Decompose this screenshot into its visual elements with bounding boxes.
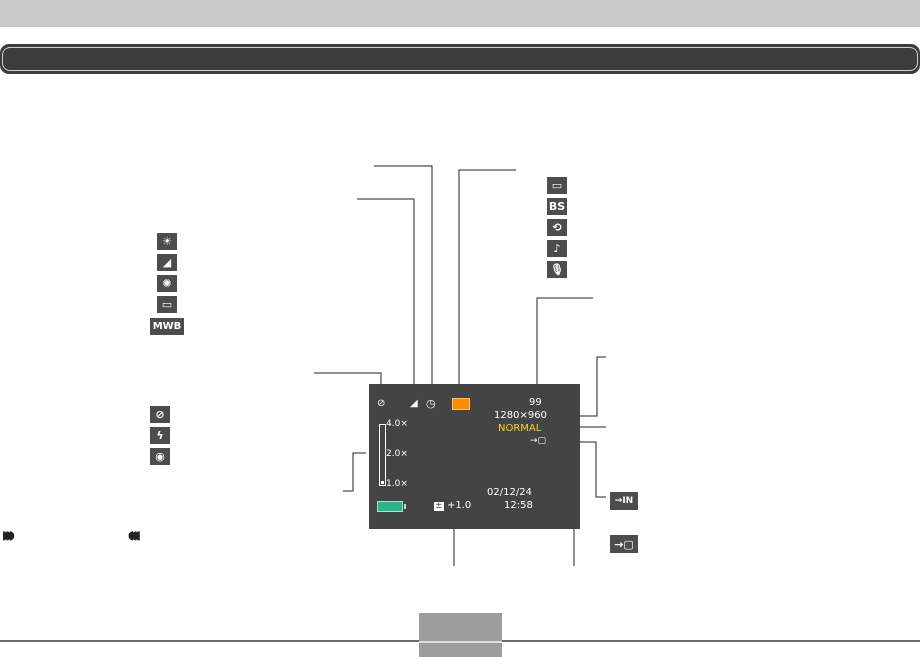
image-quality: NORMAL: [498, 423, 542, 434]
manual-white-balance-icon: MWB: [150, 318, 184, 335]
red-eye-icon: ◉: [150, 448, 170, 465]
sun-icon: ☀: [157, 233, 177, 250]
microphone-icon: 🎙: [547, 261, 567, 278]
single-frame-icon: ▭: [547, 177, 567, 194]
shade-icon: ◢: [157, 254, 177, 271]
exposure-value: +1.0: [447, 500, 472, 511]
time-display: 12:58: [504, 500, 533, 511]
flash-mode-indicator: ⊘: [377, 398, 386, 409]
zoom-bar: [379, 424, 386, 486]
section-title-bar: [0, 44, 920, 74]
flash-on-icon: ϟ: [150, 427, 170, 444]
flash-off-icon: ⊘: [150, 406, 170, 423]
fluorescent-icon: ▭: [157, 296, 177, 313]
best-shot-icon: BS: [547, 198, 567, 215]
right-arrows-icon: ◖◖◖: [128, 528, 141, 542]
exposure-compensation-icon: ±: [434, 501, 444, 511]
zoom-label-max: 4.0×: [386, 419, 408, 429]
shots-remaining: 99: [529, 397, 542, 408]
storage-indicator: →▢: [530, 436, 547, 446]
built-in-memory-icon: →IN: [610, 492, 638, 510]
image-resolution: 1280×960: [494, 410, 547, 421]
self-timer-icon: ◷: [426, 397, 436, 410]
record-mode-indicator: [452, 398, 470, 410]
music-note-icon: ♪: [547, 240, 567, 257]
white-balance-indicator: ◢: [410, 398, 418, 409]
date-display: 02/12/24: [487, 487, 532, 498]
left-arrows-icon: ◗◗◗: [2, 528, 15, 542]
tungsten-bulb-icon: ✺: [157, 275, 177, 292]
battery-icon: [377, 501, 406, 512]
zoom-label-min: 1.0×: [386, 479, 408, 489]
memory-card-icon: →▢: [610, 535, 638, 553]
top-header-bar: [0, 0, 920, 27]
movie-icon: ⟲: [547, 219, 567, 236]
camera-lcd-screen: ⊘ ◢ ◷ 99 1280×960 NORMAL →▢ 4.0× 2.0× 1.…: [369, 384, 580, 529]
zoom-label-mid: 2.0×: [386, 449, 408, 459]
page-number-tab: [419, 613, 502, 657]
